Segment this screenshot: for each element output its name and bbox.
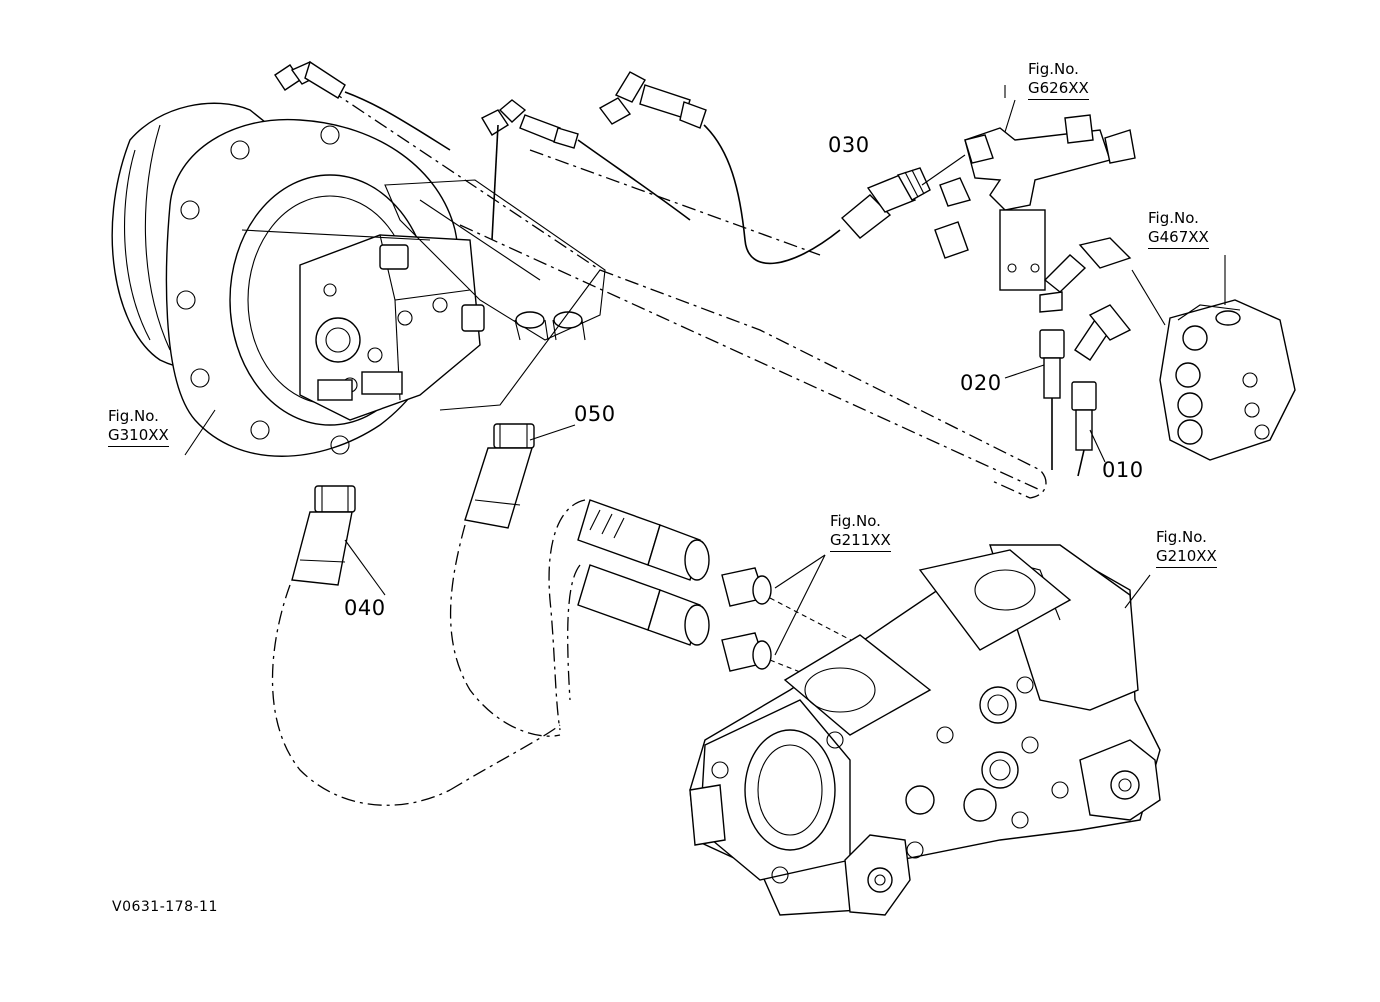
- fitting-010: [1051, 304, 1132, 477]
- figure-ref-prefix: Fig.No.: [108, 407, 159, 425]
- top-hoses: [274, 60, 841, 265]
- figure-ref-prefix: Fig.No.: [830, 512, 881, 530]
- callout-020: 020: [960, 371, 1002, 395]
- hydraulic-pump: [689, 544, 1161, 916]
- figure-ref-code: G210XX: [1156, 547, 1217, 568]
- figure-ref-g210: Fig.No. G210XX: [1156, 528, 1217, 568]
- hose-050: [449, 423, 561, 737]
- leader-lines: [184, 85, 1006, 596]
- travel-motor: [111, 102, 606, 457]
- fitting-030: [840, 154, 966, 239]
- figure-ref-code: G211XX: [830, 531, 891, 552]
- figure-ref-g310: Fig.No. G310XX: [108, 407, 169, 447]
- callout-050: 050: [574, 402, 616, 426]
- pump-hoses: [548, 499, 871, 731]
- figure-ref-code: G310XX: [108, 426, 169, 447]
- hose-040: [271, 485, 561, 806]
- figure-ref-prefix: Fig.No.: [1028, 60, 1079, 78]
- figure-ref-prefix: Fig.No.: [1148, 209, 1199, 227]
- figure-ref-code: G467XX: [1148, 228, 1209, 249]
- manifold-g626: [934, 99, 1136, 291]
- drain-line: [599, 269, 1047, 499]
- callout-030: 030: [828, 133, 870, 157]
- return-line: [329, 89, 601, 271]
- fitting-020: [1004, 254, 1087, 399]
- figure-ref-g211: Fig.No. G211XX: [830, 512, 891, 552]
- drawing-number: V0631-178-11: [112, 899, 218, 915]
- callout-040: 040: [344, 596, 386, 620]
- figure-ref-prefix: Fig.No.: [1156, 528, 1207, 546]
- figure-ref-code: G626XX: [1028, 79, 1089, 100]
- callout-010: 010: [1102, 458, 1144, 482]
- figure-ref-g467: Fig.No. G467XX: [1148, 209, 1209, 249]
- valve-g467: [1078, 237, 1296, 461]
- figure-ref-g626: Fig.No. G626XX: [1028, 60, 1089, 100]
